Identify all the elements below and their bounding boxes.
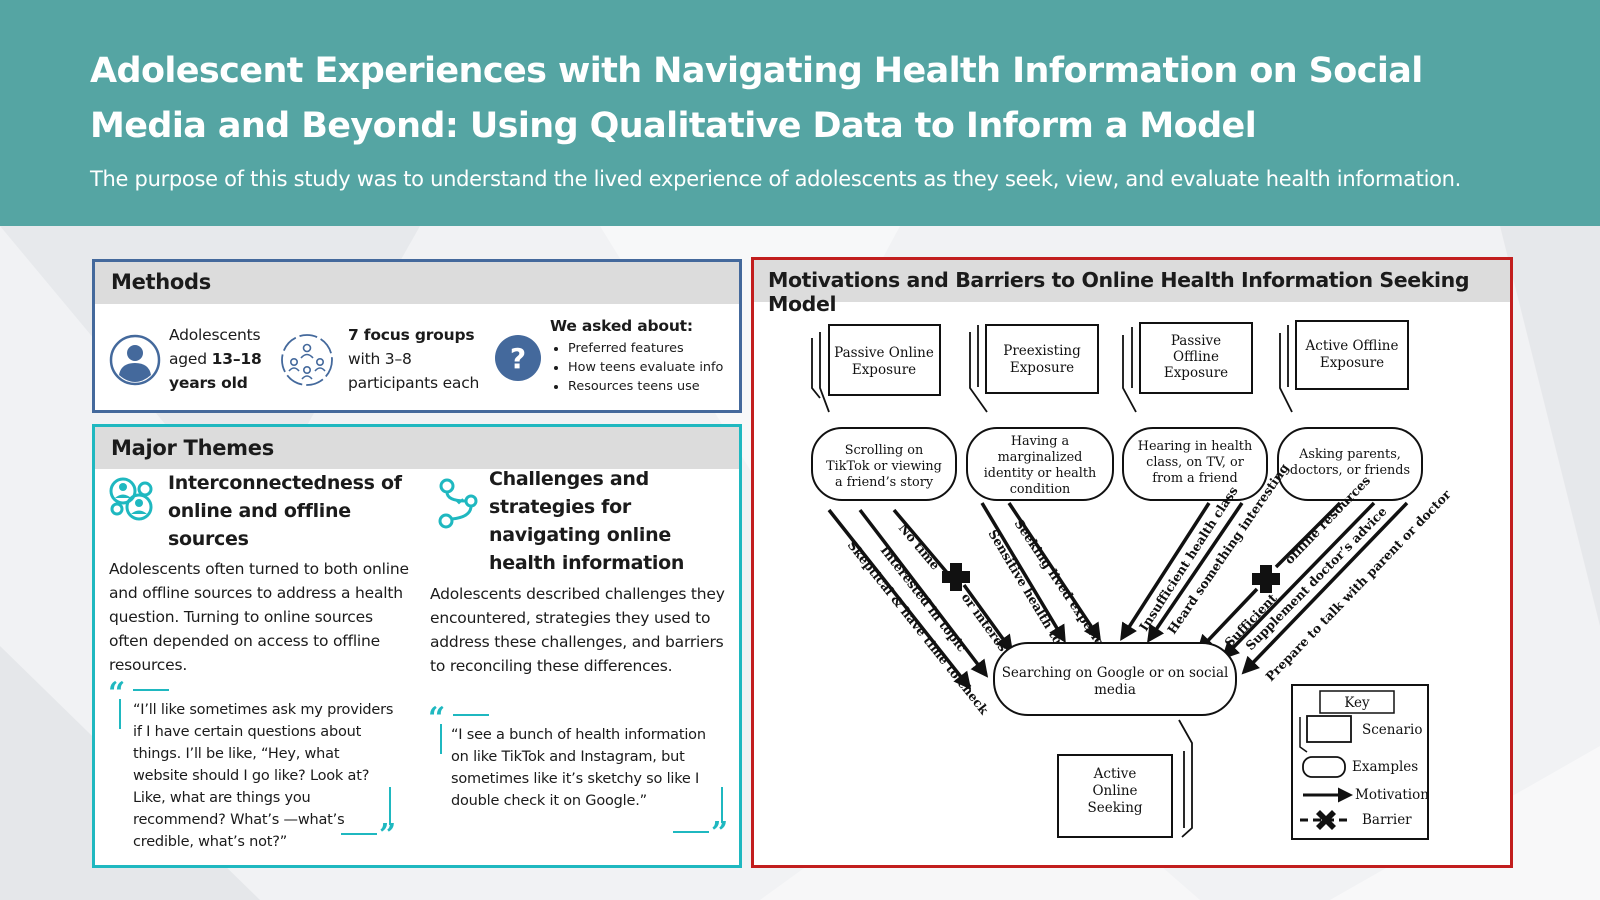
quote-rule — [119, 699, 121, 729]
diagram-key: Key Scenario Examples Motivation Barrier — [1291, 684, 1429, 840]
example-asking: Asking parents,doctors, or friends — [1277, 427, 1423, 501]
theme1-title: Interconnectedness of online and offline… — [168, 472, 402, 550]
person-icon — [109, 334, 161, 386]
page-subtitle: The purpose of this study was to underst… — [90, 167, 1462, 191]
asked-block: We asked about: Preferred features How t… — [550, 317, 740, 396]
close-quote-icon: ” — [711, 816, 729, 851]
question-icon: ? — [495, 335, 541, 381]
quote-rule — [133, 689, 169, 691]
quote-rule — [721, 787, 723, 823]
list-item: Resources teens use — [568, 377, 740, 396]
themes-heading: Major Themes — [95, 427, 739, 469]
model-panel: Motivations and Barriers to Online Healt… — [751, 257, 1513, 868]
quote-rule — [389, 787, 391, 825]
quote-rule — [453, 714, 489, 716]
list-item: How teens evaluate info — [568, 358, 740, 377]
methods-heading: Methods — [95, 262, 739, 304]
page-title: Adolescent Experiences with Navigating H… — [90, 51, 1423, 146]
header-banner: Adolescent Experiences with Navigating H… — [0, 0, 1600, 226]
themes-panel: Major Themes Interconnectedness of onlin… — [92, 424, 742, 868]
interconnected-people-icon — [109, 477, 153, 521]
arrow-label: Prepare to talk with parent or doctor — [1262, 487, 1454, 685]
theme1-body: Adolescents often turned to both online … — [109, 560, 409, 674]
open-quote-icon: “ — [428, 701, 446, 736]
arrow-label: Skeptical & have time to check — [845, 538, 992, 718]
motivation-arrows — [827, 501, 1409, 690]
theme2-quote: “I see a bunch of health information on … — [451, 727, 706, 809]
model-heading: Motivations and Barriers to Online Healt… — [754, 260, 1510, 316]
age-text: Adolescents aged 13–18 years old — [169, 326, 262, 392]
key-scenario: Scenario — [1362, 722, 1422, 738]
path-strategy-icon — [438, 478, 478, 529]
svg-text:Asking parents,doctors, or fri: Asking parents,doctors, or friends — [1290, 447, 1410, 478]
quote-rule — [341, 833, 377, 835]
methods-panel: Methods Adolescents aged 13–18 years old… — [92, 259, 742, 413]
theme2-body: Adolescents described challenges they en… — [430, 585, 725, 675]
groups-text: 7 focus groups with 3–8 participants eac… — [348, 326, 480, 392]
quote-rule — [673, 831, 709, 833]
key-motivation: Motivation — [1355, 787, 1429, 803]
quote-rule — [440, 724, 442, 754]
open-quote-icon: “ — [108, 676, 126, 711]
barrier-icon — [1252, 565, 1280, 593]
key-examples: Examples — [1352, 759, 1418, 775]
key-title: Key — [1344, 695, 1370, 711]
svg-text:?: ? — [510, 342, 526, 375]
theme2-title: Challenges and strategies for navigating… — [489, 468, 685, 574]
barrier-icon — [942, 563, 970, 591]
close-quote-icon: ” — [379, 818, 397, 853]
asked-list: Preferred features How teens evaluate in… — [550, 339, 740, 396]
key-barrier: Barrier — [1362, 812, 1412, 828]
asked-title: We asked about: — [550, 317, 693, 335]
theme1-quote: “I’ll like sometimes ask my providers if… — [133, 702, 394, 850]
group-network-icon — [281, 334, 333, 386]
list-item: Preferred features — [568, 339, 740, 358]
